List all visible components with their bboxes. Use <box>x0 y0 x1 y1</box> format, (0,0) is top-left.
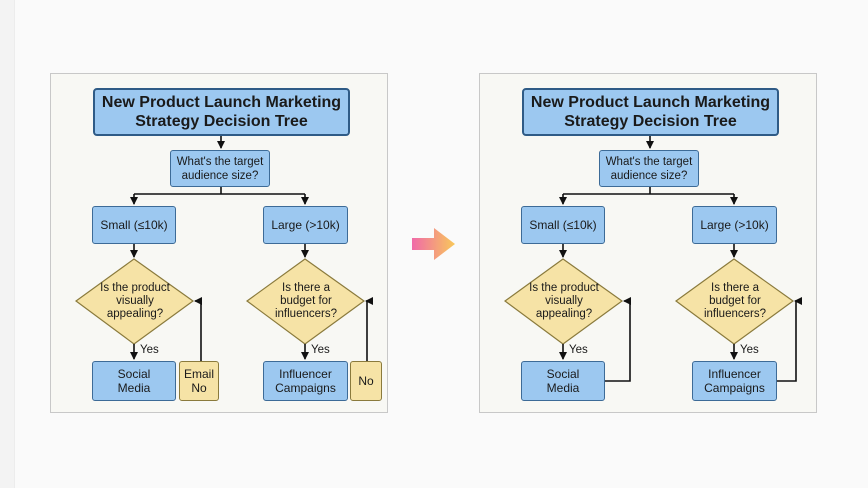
left-edge-strip <box>0 0 15 488</box>
diagram-title: New Product Launch Marketing Strategy De… <box>93 88 350 136</box>
branch-small-node: Small (≤10k) <box>92 206 176 244</box>
yes-label-left: Yes <box>569 344 588 356</box>
diagram-title: New Product Launch Marketing Strategy De… <box>522 88 779 136</box>
yes-label-right: Yes <box>311 344 330 356</box>
branch-small-node: Small (≤10k) <box>521 206 605 244</box>
connector-no-loop-left <box>605 297 631 382</box>
connector-no-loop-right <box>365 297 373 361</box>
after-diagram-panel: New Product Launch Marketing Strategy De… <box>479 73 817 413</box>
yes-label-right: Yes <box>740 344 759 356</box>
no-box-right: No <box>350 361 382 401</box>
before-diagram-panel: New Product Launch Marketing Strategy De… <box>50 73 388 413</box>
outcome-social-media: Social Media <box>521 361 605 401</box>
outcome-influencer-campaigns: Influencer Campaigns <box>692 361 777 401</box>
connector-layer <box>503 136 802 382</box>
connector-no-loop-left <box>194 297 202 361</box>
no-box-email: Email No <box>179 361 219 401</box>
decision-label-right: Is there a budget for influencers? <box>703 282 766 320</box>
outcome-influencer-campaigns: Influencer Campaigns <box>263 361 348 401</box>
outcome-social-media: Social Media <box>92 361 176 401</box>
branch-large-node: Large (>10k) <box>263 206 348 244</box>
transition-arrow-icon <box>412 228 455 260</box>
question-node: What's the target audience size? <box>599 150 699 187</box>
connector-no-loop-right <box>777 297 802 382</box>
decision-label-left: Is the product visually appealing? <box>529 282 599 320</box>
branch-large-node: Large (>10k) <box>692 206 777 244</box>
decision-label-right: Is there a budget for influencers? <box>274 282 337 320</box>
decision-label-left: Is the product visually appealing? <box>100 282 170 320</box>
yes-label-left: Yes <box>140 344 159 356</box>
question-node: What's the target audience size? <box>170 150 270 187</box>
connector-layer <box>74 136 373 361</box>
